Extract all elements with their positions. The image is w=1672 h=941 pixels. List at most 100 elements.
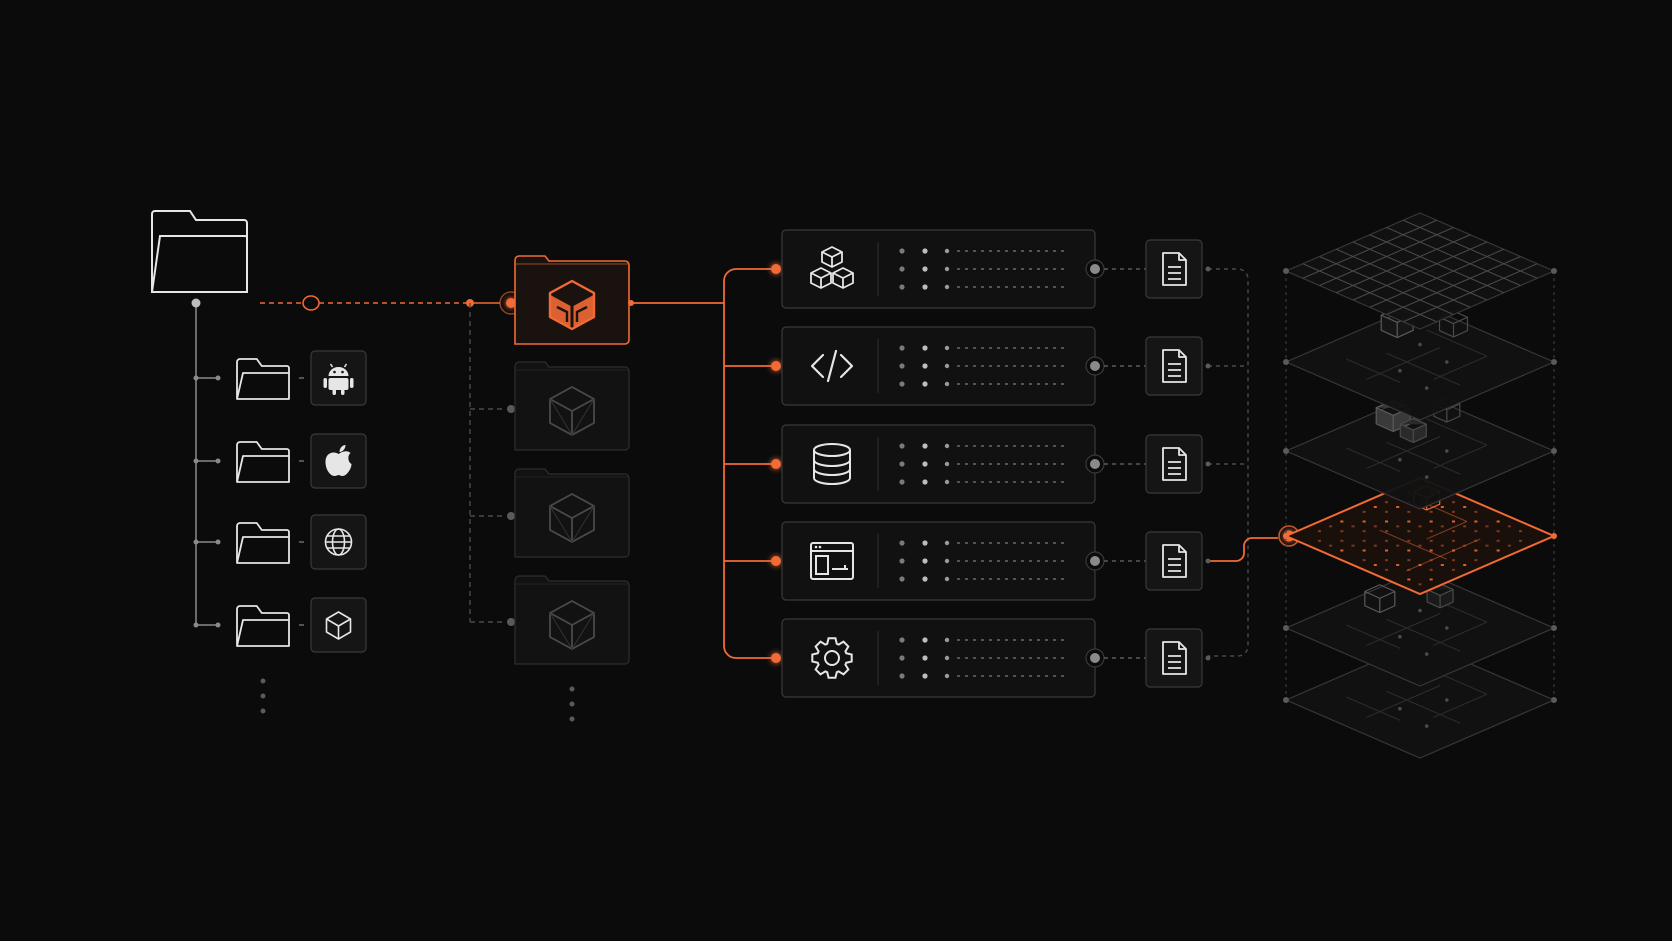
stack-plane-highlighted[interactable] (1283, 476, 1557, 596)
stack-plane-surface (1283, 476, 1557, 596)
document-tile-1[interactable] (1145, 239, 1203, 299)
platform-tile-module[interactable] (310, 597, 367, 653)
layer-output-port (1090, 459, 1100, 469)
package-folder-frame (514, 575, 630, 665)
stack-plane-surface (1284, 303, 1556, 421)
layer-output-port (1090, 264, 1100, 274)
platform-folder-android[interactable] (236, 358, 290, 400)
layer-placeholder-rows (899, 248, 1064, 290)
stack-plane-anchor (1551, 625, 1557, 631)
stack-cube-icon (1364, 584, 1396, 614)
platform-folder-apple[interactable] (236, 441, 290, 483)
stack-plane-grid (1346, 329, 1488, 390)
stack-plane-anchor (1551, 533, 1557, 539)
stack-plane-grid (1318, 486, 1522, 586)
stack-plane-6[interactable] (1283, 641, 1557, 759)
stack-plane-2[interactable] (1283, 303, 1557, 421)
package-folder-frame (514, 361, 630, 451)
layer-input-dot (771, 459, 781, 469)
document-tile-5[interactable] (1145, 628, 1203, 688)
layer-panel-frame (781, 424, 1096, 504)
active-package-cube-icon (548, 279, 596, 331)
apple-icon (325, 445, 352, 476)
tree-branches (196, 377, 218, 626)
package-card-2[interactable] (514, 361, 630, 451)
layer-panel-frame (781, 229, 1096, 309)
layer-placeholder-rows (899, 637, 1064, 679)
document-tile-frame (1145, 239, 1203, 299)
package-card-3[interactable] (514, 468, 630, 558)
platform-folders (236, 358, 290, 647)
database-icon (813, 443, 851, 485)
stack-plane-3[interactable] (1283, 392, 1557, 510)
source-tree (151, 210, 367, 714)
document-icon (1162, 544, 1187, 578)
stack-plane-surface (1284, 641, 1556, 759)
gear-icon (811, 637, 853, 679)
stack-plane-anchor (1551, 697, 1557, 703)
layer-input-dot (771, 653, 781, 663)
code-icon (810, 349, 854, 383)
document-icon (1162, 447, 1187, 481)
document-tile-3[interactable] (1145, 434, 1203, 494)
tree-root-dot (191, 298, 201, 308)
layer-output-port (1090, 653, 1100, 663)
package-cube-icon (549, 386, 595, 436)
globe-icon (324, 528, 353, 556)
stack-cube-icon (1426, 583, 1454, 609)
layer-panel-1[interactable] (781, 229, 1146, 309)
layer-panel-3[interactable] (781, 424, 1146, 504)
document-tile-4[interactable] (1145, 531, 1203, 591)
document-icon (1162, 641, 1187, 675)
platform-tile-android[interactable] (310, 350, 367, 406)
isometric-layer-stack (1283, 212, 1557, 759)
stack-plane-anchor (1551, 448, 1557, 454)
stack-plane-anchor (1283, 359, 1289, 365)
platform-folder-module[interactable] (236, 605, 290, 647)
layer-placeholder-rows (899, 443, 1064, 485)
platform-tiles (299, 350, 367, 653)
package-card-4[interactable] (514, 575, 630, 665)
package-cube-icon (549, 600, 595, 650)
stack-plane-anchor (1283, 697, 1289, 703)
layer-panel-frame (781, 326, 1096, 406)
layer-panel-2[interactable] (781, 326, 1146, 406)
layer-placeholder-rows (899, 345, 1064, 387)
bus-source-dot (628, 300, 634, 306)
link-node-ring (302, 295, 320, 311)
stack-plane-anchor (1551, 268, 1557, 274)
layer-output-port (1090, 556, 1100, 566)
document-icon (1162, 349, 1187, 383)
platform-tile-frame (310, 597, 367, 653)
root-folder-icon[interactable] (151, 210, 248, 293)
document-tile-frame (1145, 628, 1203, 688)
document-tile-frame (1145, 336, 1203, 396)
stack-plane-grid (1302, 219, 1538, 323)
stack-cube-icon (1399, 417, 1427, 443)
source-to-package-link (260, 291, 523, 626)
document-tile-frame (1145, 434, 1203, 494)
document-column (1145, 239, 1203, 688)
android-icon (323, 363, 354, 395)
stack-plane-anchor (1283, 448, 1289, 454)
stack-plane-5[interactable] (1283, 569, 1557, 687)
package-cube-icon (549, 493, 595, 543)
document-tile-frame (1145, 531, 1203, 591)
platform-tile-apple[interactable] (310, 433, 367, 489)
layer-panel-5[interactable] (781, 618, 1146, 698)
stack-plane-grid (1346, 418, 1488, 479)
stack-plane-1[interactable] (1283, 212, 1557, 330)
layer-input-dot (771, 556, 781, 566)
package-column (514, 255, 630, 665)
document-tile-2[interactable] (1145, 336, 1203, 396)
package-folder-frame (514, 468, 630, 558)
bus-endpoint-dots (771, 264, 781, 663)
package-to-layers-bus (631, 268, 776, 659)
active-package-port (506, 298, 516, 308)
platform-folder-web[interactable] (236, 522, 290, 564)
stack-plane-anchor (1283, 625, 1289, 631)
layer-placeholder-rows (899, 540, 1064, 582)
package-card-1[interactable] (514, 255, 630, 345)
layer-panel-4[interactable] (781, 521, 1146, 601)
platform-tile-web[interactable] (310, 514, 367, 570)
